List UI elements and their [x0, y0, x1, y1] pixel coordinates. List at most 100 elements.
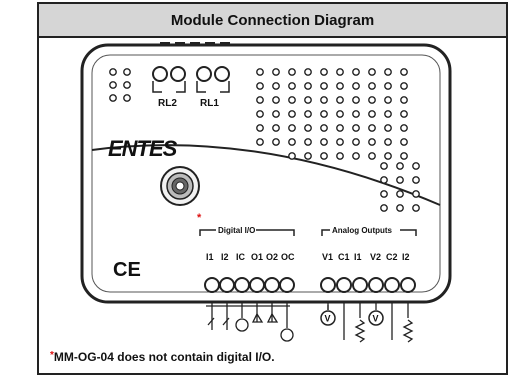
vent-hole [412, 204, 420, 212]
vent-hole [272, 96, 280, 104]
vent-hole [400, 152, 408, 160]
vent-hole [272, 138, 280, 146]
terminal-screw [279, 277, 295, 293]
vent-hole [256, 110, 264, 118]
vent-hole [288, 96, 296, 104]
footnote-text: MM-OG-04 does not contain digital I/O. [53, 350, 275, 364]
vent-hole [304, 96, 312, 104]
vent-hole [320, 96, 328, 104]
vent-hole [288, 82, 296, 90]
terminal-label: V2 [370, 252, 381, 262]
vent-hole [320, 124, 328, 132]
vent-hole [288, 124, 296, 132]
vent-hole [352, 96, 360, 104]
vent-hole [288, 138, 296, 146]
vent-hole [336, 82, 344, 90]
voltmeter-icon: V [320, 310, 336, 326]
relay-label-rl2: RL2 [158, 98, 177, 109]
terminal-label: V1 [322, 252, 333, 262]
vent-holes [109, 68, 420, 212]
vent-hole [288, 110, 296, 118]
vent-hole [123, 68, 131, 76]
connector-knob-icon [160, 166, 200, 206]
terminal-label: I1 [354, 252, 362, 262]
vent-hole [336, 68, 344, 76]
vent-hole [380, 190, 388, 198]
vent-hole [352, 152, 360, 160]
vent-hole [368, 82, 376, 90]
vent-hole [384, 96, 392, 104]
vent-hole [400, 96, 408, 104]
terminal-screw [249, 277, 265, 293]
vent-hole [396, 162, 404, 170]
vent-hole [368, 110, 376, 118]
vent-hole [384, 82, 392, 90]
vent-hole [384, 110, 392, 118]
diagram-frame: Module Connection Diagram [37, 2, 508, 375]
vent-hole [384, 124, 392, 132]
analog-outputs-heading: Analog Outputs [332, 226, 393, 235]
terminal-screw [384, 277, 400, 293]
vent-hole [304, 152, 312, 160]
vent-hole [304, 68, 312, 76]
vent-hole [352, 110, 360, 118]
vent-hole [368, 138, 376, 146]
vent-hole [368, 124, 376, 132]
vent-hole [288, 68, 296, 76]
vent-hole [396, 190, 404, 198]
relay-rl1-icon [196, 66, 230, 93]
analog-wiring [327, 301, 414, 343]
digital-io-bracket [199, 229, 295, 236]
terminal-screw [368, 277, 384, 293]
vent-hole [304, 110, 312, 118]
vent-hole [352, 68, 360, 76]
vent-hole [320, 138, 328, 146]
vent-hole [320, 68, 328, 76]
vent-hole [336, 110, 344, 118]
vent-hole [368, 68, 376, 76]
vent-hole [256, 124, 264, 132]
vent-hole [320, 152, 328, 160]
title-bar: Module Connection Diagram [39, 4, 506, 38]
terminal-screw [352, 277, 368, 293]
vent-hole [272, 124, 280, 132]
analog-outputs-pins: V1 C1 I1 V2 C2 I2 [320, 252, 416, 293]
vent-hole [304, 138, 312, 146]
vent-hole [256, 138, 264, 146]
vent-hole [400, 68, 408, 76]
analog-outputs-bracket [321, 229, 417, 236]
terminal-screw [400, 277, 416, 293]
digital-io-heading: Digital I/O [218, 226, 255, 235]
ce-mark: CE [113, 259, 141, 281]
terminal-label: O1 [251, 252, 263, 262]
voltmeter-label-2: V [373, 314, 379, 324]
vent-hole [123, 81, 131, 89]
terminal-label: C2 [386, 252, 398, 262]
terminal-label: OC [281, 252, 295, 262]
vent-hole [109, 81, 117, 89]
vent-hole [368, 152, 376, 160]
brand-logo: ENTES [108, 136, 178, 161]
voltmeter-label-1: V [325, 314, 331, 324]
vent-hole [400, 138, 408, 146]
terminal-label: C1 [338, 252, 350, 262]
vent-hole [256, 96, 264, 104]
vent-hole [384, 152, 392, 160]
vent-hole [272, 68, 280, 76]
vent-hole [336, 138, 344, 146]
vent-hole [320, 82, 328, 90]
vent-hole [304, 82, 312, 90]
vent-hole [288, 152, 296, 160]
terminal-label: I2 [402, 252, 410, 262]
terminal-screw [204, 277, 220, 293]
vent-hole [304, 124, 312, 132]
vent-hole [400, 124, 408, 132]
vent-hole [380, 176, 388, 184]
vent-hole [396, 204, 404, 212]
vent-hole [109, 68, 117, 76]
module-inner-edge [91, 54, 441, 293]
vent-hole [412, 176, 420, 184]
vent-hole [336, 152, 344, 160]
vent-hole [400, 110, 408, 118]
